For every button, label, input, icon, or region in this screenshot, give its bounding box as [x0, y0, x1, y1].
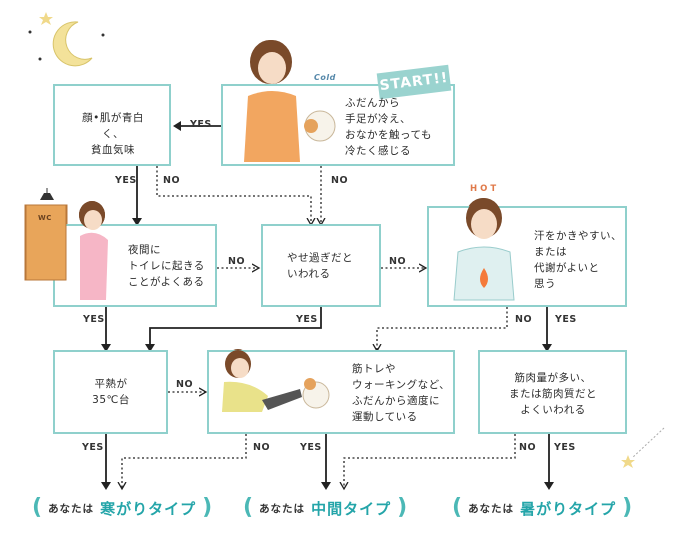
result-cold-type: 寒がりタイプ [100, 499, 197, 518]
star-icon [39, 12, 53, 25]
star-dot-icon [28, 30, 32, 34]
result-hot: ( あなたは 暑がりタイプ ) [452, 496, 632, 520]
node-exercise-text: 筋トレや ウォーキングなど、 ふだんから適度に 運動している [352, 363, 451, 423]
edge-label-yes: YES [83, 314, 105, 325]
node-muscle [478, 350, 627, 434]
arrow-muscle-to-middle-no [344, 434, 516, 488]
edge-label-yes: YES [82, 442, 104, 453]
paren-open-icon: ( [243, 495, 254, 520]
edge-label-no: NO [163, 175, 181, 186]
edge-label-yes: YES [555, 314, 577, 325]
star-dot-icon [101, 33, 105, 37]
edge-label-no: NO [228, 256, 246, 267]
result-middle-type: 中間タイプ [311, 499, 392, 518]
paren-open-icon: ( [32, 495, 43, 520]
paren-close-icon: ) [397, 495, 408, 520]
edge-label-yes: YES [554, 442, 576, 453]
edge-label-no: NO [519, 442, 537, 453]
result-prefix: あなたは [48, 502, 95, 515]
node-toilet-text: 夜間に トイレに起きる ことがよくある [128, 244, 205, 288]
hot-label: HOT [470, 184, 500, 194]
arrow-exercise-to-cold-no [122, 434, 247, 488]
edge-label-yes: YES [296, 314, 318, 325]
node-pale-text: 顔•肌が青白く、 貧血気味 [82, 112, 144, 156]
node-muscle-text: 筋肉量が多い、 または筋肉質だと よくいわれる [509, 372, 597, 416]
arrow-pale-to-thin-no [156, 166, 311, 224]
node-sweat-text: 汗をかきやすい、 または 代謝がよいと 思う [534, 230, 622, 290]
node-temp-text: 平熱が 35℃台 [92, 378, 130, 406]
paren-close-icon: ) [622, 495, 633, 520]
arrow-sweat-to-exercise-no [377, 307, 508, 350]
edge-label-no: NO [331, 175, 349, 186]
result-prefix: あなたは [259, 502, 306, 515]
cold-label: Cold [314, 73, 336, 82]
star-dot-icon [38, 57, 42, 61]
result-cold: ( あなたは 寒がりタイプ ) [32, 496, 212, 520]
edge-label-no: NO [389, 256, 407, 267]
shooting-star-icon [621, 427, 665, 468]
edge-label-yes: YES [190, 119, 212, 130]
result-middle: ( あなたは 中間タイプ ) [243, 496, 407, 520]
lamp-icon [40, 193, 54, 200]
edge-label-no: NO [253, 442, 271, 453]
result-prefix: あなたは [468, 502, 515, 515]
paren-open-icon: ( [452, 495, 463, 520]
edge-label-no: NO [515, 314, 533, 325]
edge-label-no: NO [176, 379, 194, 390]
edge-label-yes: YES [300, 442, 322, 453]
edge-label-yes: YES [115, 175, 137, 186]
node-start-text: ふだんから 手足が冷え、 おなかを触っても 冷たく感じる [345, 97, 432, 157]
paren-close-icon: ) [202, 495, 213, 520]
node-pale [53, 84, 171, 166]
moon-icon [52, 21, 93, 67]
result-hot-type: 暑がりタイプ [520, 499, 617, 518]
node-thin [261, 224, 381, 307]
node-temp [53, 350, 168, 434]
wc-label: WC [38, 214, 52, 222]
arrow-thin-to-temp-yes [145, 307, 322, 352]
node-thin-text: やせ過ぎだと いわれる [287, 252, 353, 280]
